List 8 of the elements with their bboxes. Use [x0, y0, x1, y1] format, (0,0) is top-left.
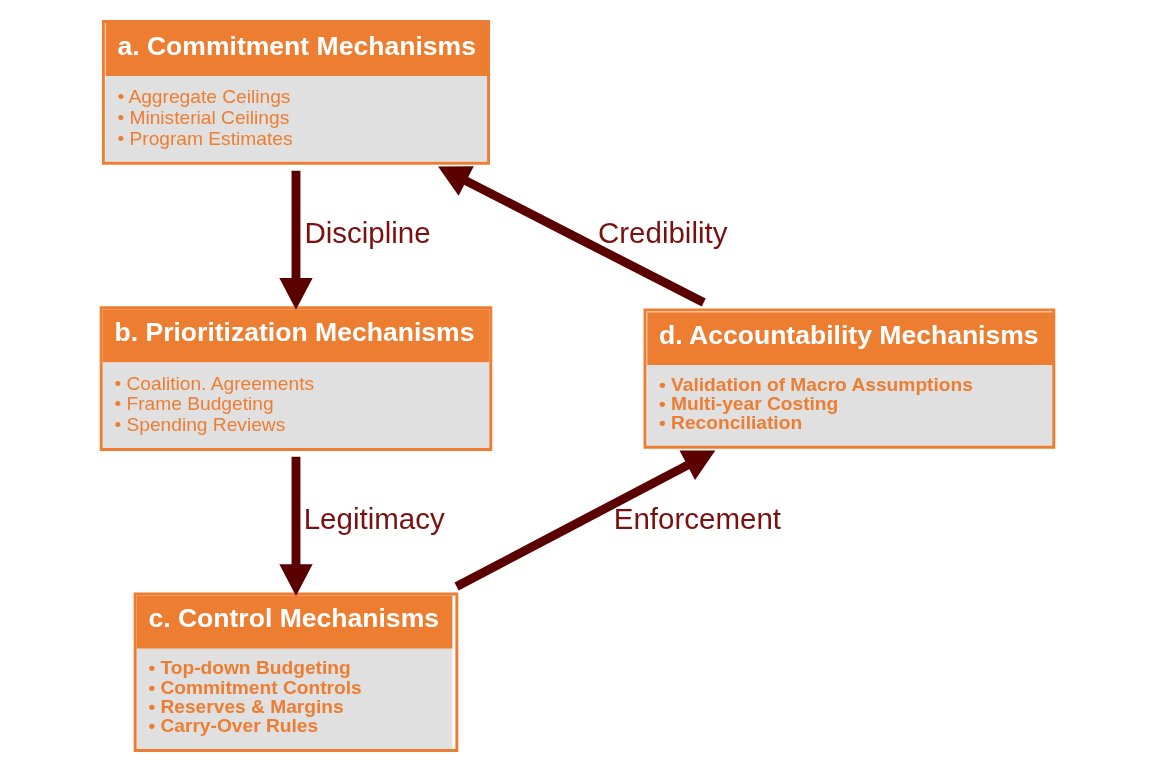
arrow	[454, 450, 715, 591]
arrow	[278, 170, 313, 310]
arrow	[437, 166, 706, 307]
edge-label: Discipline	[303, 215, 431, 249]
edge-label: Credibility	[597, 215, 727, 249]
edge-label: Enforcement	[613, 502, 781, 536]
edge-label: Legitimacy	[303, 502, 445, 536]
arrow	[278, 456, 313, 596]
